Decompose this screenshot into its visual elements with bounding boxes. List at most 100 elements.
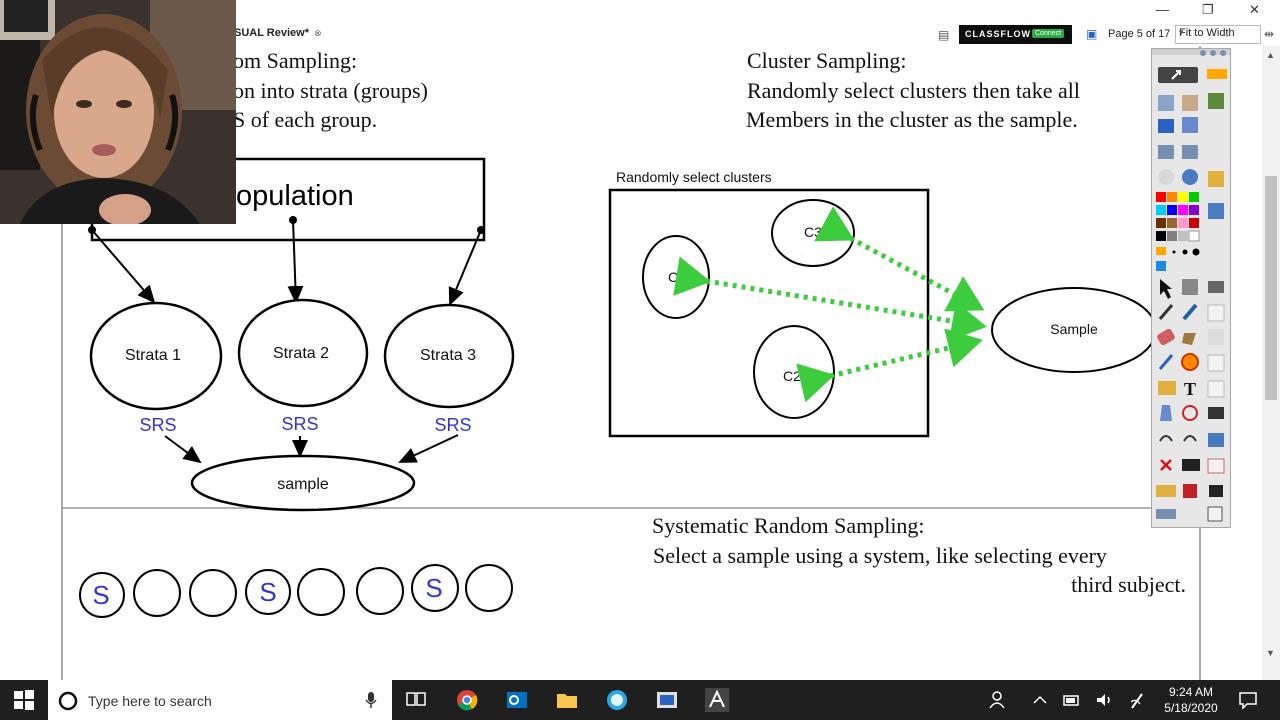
clear-icon [1160,459,1172,471]
close-window-button[interactable]: ✕ [1249,2,1260,17]
collapse-icon[interactable]: ⇹ [1264,27,1275,41]
color-palette [1156,192,1224,242]
tool-sidebar: T [1151,48,1231,528]
select-arrow-icon [1160,279,1172,299]
taskbar-clock[interactable]: 9:24 AM 5/18/2020 [1155,684,1227,716]
arrow-c1-to-sample [673,256,987,341]
page-icon: ▣ [1086,27,1098,41]
redo-icon [1183,435,1197,442]
outlook-icon[interactable] [505,688,529,712]
systematic-circle-label: S [92,580,109,610]
systematic-line1: Select a sample using a system, like sel… [653,543,1107,568]
view-icon[interactable]: ▤ [938,28,950,42]
cluster-c1-label: C1 [668,269,686,285]
flipchart-canvas[interactable]: om Sampling: on into strata (groups) S o… [0,46,1262,680]
cluster-c3-label: C3 [804,224,822,240]
arrow-srs1-to-sample [164,435,202,464]
dice-icon [1183,484,1197,498]
document-tab-title: SUAL Review* [234,27,309,39]
classflow-label: CLASSFLOW [965,29,1031,39]
population-node-center [289,216,297,224]
systematic-circle [356,567,404,615]
tool-grid-top [1158,93,1224,187]
systematic-circle [245,569,291,615]
page-indicator: Page 5 of 17 [1108,28,1171,40]
microphone-icon[interactable] [364,691,378,709]
zoom-select[interactable]: Fit to Width ▾ [1175,25,1261,44]
undo-icon [1159,435,1173,442]
srs-label-2: SRS [281,414,318,434]
pen-workspace-icon[interactable] [1126,688,1150,712]
shapes-icon [1181,353,1199,371]
folder-icon [1207,69,1227,79]
chevron-up-icon[interactable] [1028,688,1052,712]
window-titlebar: — ❐ ✕ [0,0,1280,22]
stratified-sample-label: sample [277,476,329,493]
battery-icon[interactable] [1060,688,1084,712]
browser-app-icon[interactable] [605,688,629,712]
systematic-circle [133,569,181,617]
notifications-icon[interactable] [1236,688,1260,712]
cluster-line2: Members in the cluster as the sample. [746,107,1078,132]
chevron-down-icon: ▾ [1179,27,1184,37]
systematic-circle [189,569,237,617]
task-view-icon[interactable] [404,688,428,712]
taskbar-search-box[interactable]: Type here to search [48,680,392,720]
srs-label-3: SRS [434,415,471,435]
volume-icon[interactable] [1092,688,1116,712]
srs-label-1: SRS [139,415,176,435]
clock-time: 9:24 AM [1168,685,1214,699]
stratified-line2: S of each group. [233,107,377,132]
strata-2-ellipse [237,298,369,408]
cluster-line1: Randomly select clusters then take all [747,78,1080,103]
windows-start-icon[interactable] [12,688,36,712]
strata-2-label: Strata 2 [273,345,329,362]
systematic-line2: third subject. [1071,572,1186,597]
population-label: opulation [236,180,354,212]
cortana-circle-icon [58,691,78,711]
population-node-right [477,226,485,234]
cluster-title: Cluster Sampling: [747,48,907,73]
vertical-scrollbar[interactable]: ▲ ▼ [1262,46,1280,680]
cluster-c2-label: C2 [783,368,801,384]
systematic-circles: S S S [79,564,513,618]
clock-date: 5/18/2020 [1164,701,1218,715]
pen-sizes [1156,247,1200,271]
population-node-left [88,226,96,234]
arrow-to-strata-1 [91,229,156,304]
scroll-down-icon[interactable]: ▼ [1266,648,1275,658]
arrow-srs3-to-sample [398,434,459,463]
stratified-line1: on into strata (groups) [233,78,428,103]
stratified-sample-ellipse [190,454,416,512]
strata-1-ellipse [89,301,223,411]
strata-3-label: Strata 3 [420,347,476,364]
tool-grid-bottom: T [1156,279,1225,522]
minimize-button[interactable]: — [1156,2,1169,17]
arrow-to-strata-3 [448,229,482,306]
classflow-connect-button[interactable]: CLASSFLOW Connect [959,25,1072,44]
presentation-app-icon[interactable] [655,688,679,712]
chrome-icon[interactable] [455,688,479,712]
taskbar-search-placeholder: Type here to search [88,693,212,709]
share-icon [1158,67,1198,83]
systematic-circle [465,564,513,612]
cluster-sample-label: Sample [1050,321,1098,337]
maximize-button[interactable]: ❐ [1202,2,1214,17]
people-icon[interactable] [986,688,1010,712]
print-icon [1208,281,1224,293]
webcam-person-image [0,0,236,224]
activinspire-icon[interactable] [705,688,729,712]
systematic-title: Systematic Random Sampling: [652,513,925,538]
windows-taskbar: Type here to search 9:24 AM 5/18/2020 [0,680,1280,720]
systematic-circle [411,564,459,612]
scroll-up-icon[interactable]: ▲ [1266,50,1275,60]
document-tab[interactable]: SUAL Review* ⊗ [234,27,322,39]
highlighter-icon [1182,303,1198,321]
strata-1-label: Strata 1 [125,347,181,364]
pen-icon [1158,304,1174,320]
close-tab-icon[interactable]: ⊗ [314,28,322,38]
cluster-box-label: Randomly select clusters [616,169,772,185]
scrollbar-thumb[interactable] [1265,176,1277,400]
file-explorer-icon[interactable] [555,688,579,712]
text-tool-icon: T [1184,379,1196,399]
